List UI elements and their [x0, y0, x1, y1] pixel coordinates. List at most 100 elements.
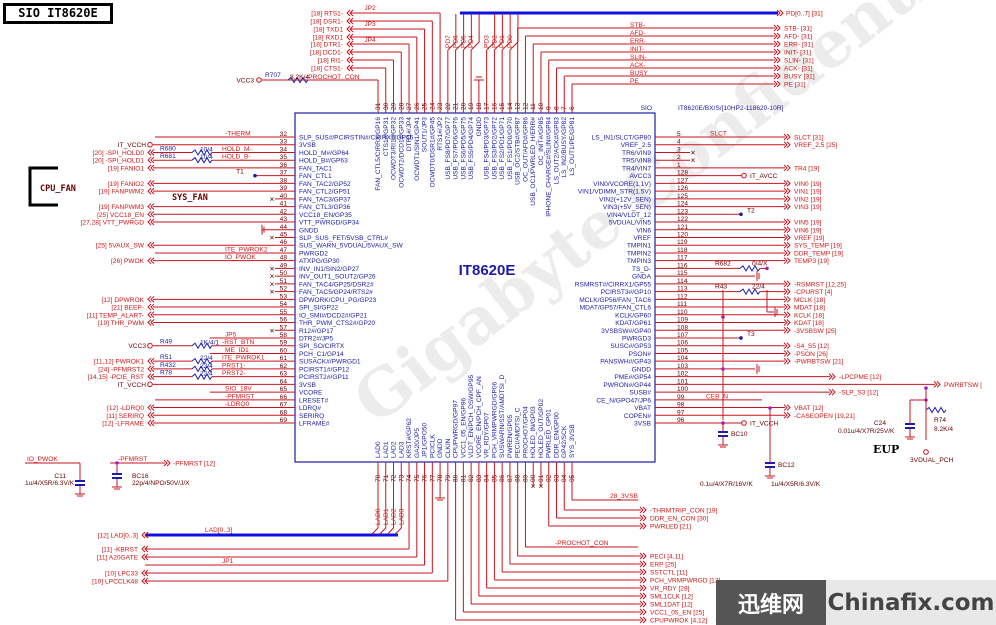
- offpage-connector-icon: [786, 195, 791, 203]
- resistor-ref: R681: [160, 153, 176, 160]
- pin-number: 128: [677, 170, 688, 177]
- offpage-connector-icon: [147, 365, 152, 373]
- pin-name: SPI_SO/CIRTX: [299, 343, 345, 350]
- pin-name: THR_PWM_CTS2#/GP20: [299, 320, 376, 327]
- wire: [501, 41, 511, 51]
- resistor-value: 10/4: [200, 146, 213, 153]
- pin-name: TS_D-: [632, 266, 651, 273]
- offpage-connector-icon: [141, 531, 146, 539]
- offpage-connector-icon: [349, 40, 354, 48]
- offpage-connector-icon: [639, 576, 644, 584]
- net-label: ME_ID1: [225, 347, 249, 354]
- offpage-label: [19] THR_PWM: [98, 320, 144, 327]
- offpage-label: [18] RI1-: [318, 58, 343, 65]
- pin-name: PWRGD3: [622, 335, 651, 342]
- offpage-label: DDR_EN_CON [30]: [650, 516, 708, 523]
- pin-number: 124: [677, 201, 688, 208]
- offpage-connector-icon: [786, 326, 791, 334]
- pin-number: 52: [280, 286, 288, 293]
- no-connect-icon: ✕: [269, 235, 275, 242]
- offpage-connector-icon: [642, 514, 647, 522]
- offpage-connector-icon: [773, 24, 778, 32]
- offpage-connector-icon: [346, 17, 351, 25]
- power-net-label: 3VDUAL_PCH: [910, 457, 953, 464]
- pin-number: 49: [280, 262, 288, 269]
- resistor-ref: R682: [715, 260, 731, 267]
- offpage-label: -PWRBTSW [21]: [794, 359, 844, 366]
- offpage-label: SYS_TEMP [19]: [794, 243, 842, 250]
- bus-entry-label: PD0: [507, 35, 514, 48]
- offpage-label: PECI [4,11]: [650, 554, 683, 561]
- offpage-connector-icon: [783, 164, 788, 172]
- offpage-label: KDAT [18]: [794, 320, 824, 327]
- pin-number: 39: [280, 185, 288, 192]
- bus-entry-label: PD6: [453, 35, 460, 48]
- net-label: -PFMRST: [225, 393, 254, 400]
- offpage-connector-icon: [783, 141, 788, 149]
- pin-name: SUS_WARN_5VDUAL/5VAUX_SW: [299, 243, 403, 250]
- net-label: IO_PWOK: [225, 254, 256, 261]
- pin-number: 1: [677, 162, 681, 169]
- net-label: INIT-: [630, 46, 644, 53]
- offpage-connector-icon: [776, 9, 781, 17]
- pin-number: 100: [677, 386, 688, 393]
- offpage-connector-icon: [933, 381, 938, 388]
- offpage-connector-icon: [773, 48, 778, 56]
- offpage-connector-icon: [150, 295, 155, 303]
- pin-name: PCIRST1#/GP12: [299, 366, 350, 373]
- cap-value: 0.1u/4/X7R/16V/K: [700, 481, 753, 488]
- net-label: -PFMRST: [118, 456, 147, 463]
- pin-name: FAN_CTL2/GP51: [299, 189, 351, 196]
- pin-number: 38: [280, 177, 288, 184]
- pin-name: VR_RDY/GP07: [484, 412, 491, 458]
- offpage-connector-icon: [349, 48, 354, 56]
- pin-name: R12#/GP17: [299, 328, 334, 335]
- offpage-connector-icon: [147, 295, 152, 303]
- chip-body: [294, 112, 656, 463]
- pin-name: OC_INIT#/GP85: [538, 117, 545, 166]
- cap-ref: BC10: [731, 431, 748, 438]
- pin-number: 111: [677, 301, 687, 308]
- pin-number: 109: [677, 317, 688, 324]
- offpage-connector-icon: [786, 295, 791, 303]
- offpage-connector-icon: [642, 616, 647, 624]
- offpage-connector-icon: [783, 195, 788, 203]
- offpage-label: TEMP3 [19]: [794, 258, 829, 265]
- junction-dot: [115, 461, 119, 465]
- test-point-label: T1: [236, 169, 244, 176]
- offpage-connector-icon: [786, 226, 791, 234]
- offpage-connector-icon: [773, 64, 778, 72]
- offpage-connector-icon: [150, 218, 155, 226]
- pin-name: PROCHOT/GP04: [522, 406, 529, 458]
- offpage-connector-icon: [147, 149, 152, 156]
- pin-number: 119: [677, 239, 688, 246]
- offpage-connector-icon: [349, 56, 354, 64]
- pin-name: VIN4/VLDT_12: [607, 212, 652, 219]
- offpage-connector-icon: [144, 577, 149, 585]
- resistor-ref: R74: [934, 417, 946, 424]
- offpage-label: [10] LPCCLK48: [92, 579, 138, 586]
- cpu-fan-label: CPU_FAN: [40, 184, 76, 194]
- pin-number: 117: [677, 255, 688, 262]
- resistor-value: 1K/4/1: [200, 340, 219, 347]
- pin-number: 53: [280, 293, 288, 300]
- offpage-connector-icon: [147, 411, 152, 419]
- offpage-label: [11] A20GATE: [97, 555, 139, 562]
- net-label: PE: [630, 78, 639, 85]
- offpage-connector-icon: [147, 164, 152, 172]
- bus-entry-label: LAD0: [375, 508, 382, 525]
- wire: [463, 41, 472, 51]
- no-connect-icon: ✕: [269, 328, 275, 335]
- offpage-connector-icon: [786, 357, 791, 365]
- bus-entry-label: LAD1: [383, 508, 390, 525]
- offpage-connector-icon: [642, 560, 647, 568]
- capacitor-icon: [75, 480, 85, 482]
- pin-name: VREF_2.5: [621, 142, 652, 149]
- net-label: IO_PWOK: [27, 456, 58, 463]
- pin-number: 2: [677, 154, 681, 161]
- offpage-label: BUSY [31]: [784, 74, 815, 81]
- offpage-connector-icon: [776, 32, 781, 40]
- pin-name: IO_SMI#/DCD2#/GP21: [299, 312, 367, 319]
- offpage-connector-icon: [166, 459, 171, 467]
- wire: [486, 41, 495, 51]
